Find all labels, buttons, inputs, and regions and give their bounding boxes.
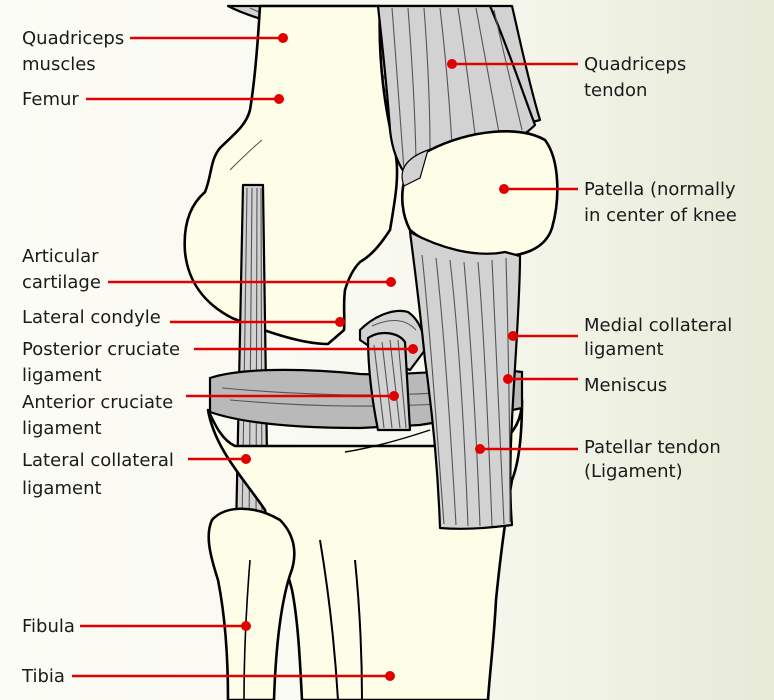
lateral-condyle-point [335,317,345,327]
medial-collateral-point [508,331,518,341]
posterior-cruciate-point [408,344,418,354]
tibia-point [385,671,395,681]
quadriceps-tendon-point [447,59,457,69]
label-tibia: Tibia [21,666,65,687]
label-lateral-condyle: Lateral condyle [22,307,161,328]
label-fibula: Fibula [22,616,75,637]
patella-point [499,184,509,194]
meniscus-point [503,374,513,384]
label-femur: Femur [22,89,79,110]
femur-point [274,94,284,104]
fibula-point [241,621,251,631]
articular-cartilage-point [386,277,396,287]
anterior-cruciate-point [389,391,399,401]
quadriceps-muscles-point [278,33,288,43]
patellar-tendon-point [475,444,485,454]
lateral-collateral-point [241,454,251,464]
label-meniscus: Meniscus [584,375,667,396]
